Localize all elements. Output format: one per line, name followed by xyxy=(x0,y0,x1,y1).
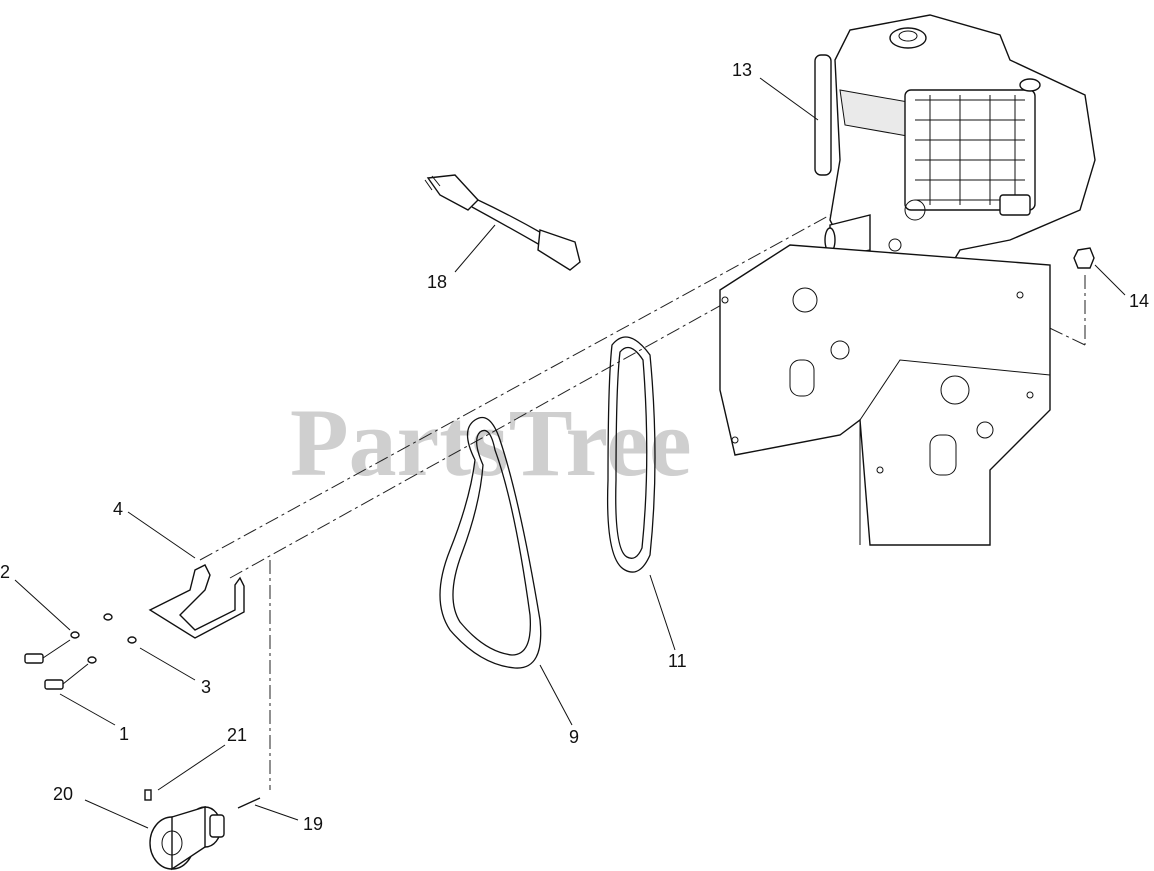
callout-9: 9 xyxy=(569,727,579,747)
callout-2: 2 xyxy=(0,562,10,582)
frame-plate xyxy=(719,244,1051,546)
callout-1: 1 xyxy=(119,724,129,744)
hardware xyxy=(24,613,137,690)
callout-14: 14 xyxy=(1129,291,1149,311)
belt-11 xyxy=(606,336,656,573)
pin xyxy=(237,797,261,809)
callout-13: 13 xyxy=(732,60,752,80)
power-cord xyxy=(424,174,581,271)
nut xyxy=(1073,247,1095,269)
callout-21: 21 xyxy=(227,725,247,745)
engine xyxy=(814,14,1096,301)
callouts: 1 2 3 4 9 11 13 14 18 19 20 21 xyxy=(0,60,1149,834)
callout-11: 11 xyxy=(668,651,687,671)
bracket xyxy=(148,564,245,639)
callout-18: 18 xyxy=(427,272,447,292)
belt-9 xyxy=(439,416,542,669)
callout-19: 19 xyxy=(303,814,323,834)
callout-3: 3 xyxy=(201,677,211,697)
callout-20: 20 xyxy=(53,784,73,804)
watermark-text: PartsTree xyxy=(290,389,692,496)
callout-4: 4 xyxy=(113,499,123,519)
pulley xyxy=(149,806,225,871)
key xyxy=(144,789,152,801)
leader-lines xyxy=(14,77,1126,829)
